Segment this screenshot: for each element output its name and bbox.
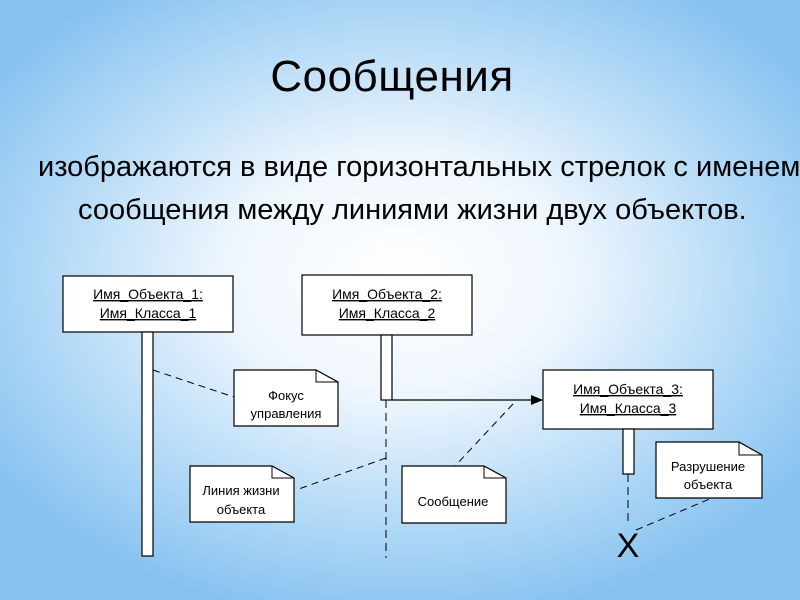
note-lifeline-fold	[271, 466, 294, 479]
object-2-box	[301, 274, 473, 336]
note-focus-fold	[315, 370, 338, 383]
object-2-activation-bar	[380, 334, 393, 401]
object-1-name: Имя_Объекта_1:	[93, 286, 203, 302]
destroy-mark-icon: X	[617, 527, 640, 565]
object-2-name: Имя_Объекта_2:	[332, 286, 442, 302]
note-message: Сообщение	[401, 465, 507, 524]
note-destroy: Разрушение объекта	[655, 441, 763, 499]
object-2: Имя_Объекта_2: Имя_Класса_2	[301, 274, 473, 558]
note-lifeline-line1: Линия жизни	[202, 483, 279, 498]
note-focus-shape	[233, 369, 339, 427]
note-lifeline: Линия жизни объекта	[189, 465, 295, 523]
note-focus-line2: управления	[251, 406, 322, 421]
object-1: Имя_Объекта_1: Имя_Класса_1	[62, 275, 234, 557]
object-3-class: Имя_Класса_3	[580, 400, 677, 416]
note-lifeline-line2: объекта	[217, 502, 266, 517]
object-3-name: Имя_Объекта_3:	[573, 381, 683, 397]
object-3-box	[542, 369, 714, 430]
note-lifeline-shape	[189, 465, 295, 523]
note-message-shape	[401, 465, 507, 524]
object-1-box	[62, 275, 234, 333]
note-message-line1: Сообщение	[418, 494, 489, 509]
note-destroy-line1: Разрушение	[671, 459, 745, 474]
object-1-activation-bar	[141, 331, 154, 557]
object-3: Имя_Объекта_3: Имя_Класса_3 X	[542, 369, 714, 565]
lifeline-note-connector	[295, 457, 387, 491]
note-focus-of-control: Фокус управления	[233, 369, 339, 427]
message-note-connector	[454, 403, 514, 467]
object-1-class: Имя_Класса_1	[100, 305, 197, 321]
object-3-activation-bar	[622, 428, 635, 475]
note-destroy-line2: объекта	[684, 477, 733, 492]
object-2-class: Имя_Класса_2	[339, 305, 436, 321]
note-focus-line1: Фокус	[268, 388, 304, 403]
slide-title: Сообщения	[270, 52, 514, 101]
focus-note-connector	[152, 369, 235, 398]
note-destroy-shape	[655, 441, 763, 499]
destroy-note-connector	[635, 497, 713, 531]
note-message-fold	[483, 466, 506, 479]
slide-body-text: изображаются в виде горизонтальных стрел…	[38, 151, 800, 226]
note-destroy-fold	[738, 442, 762, 456]
